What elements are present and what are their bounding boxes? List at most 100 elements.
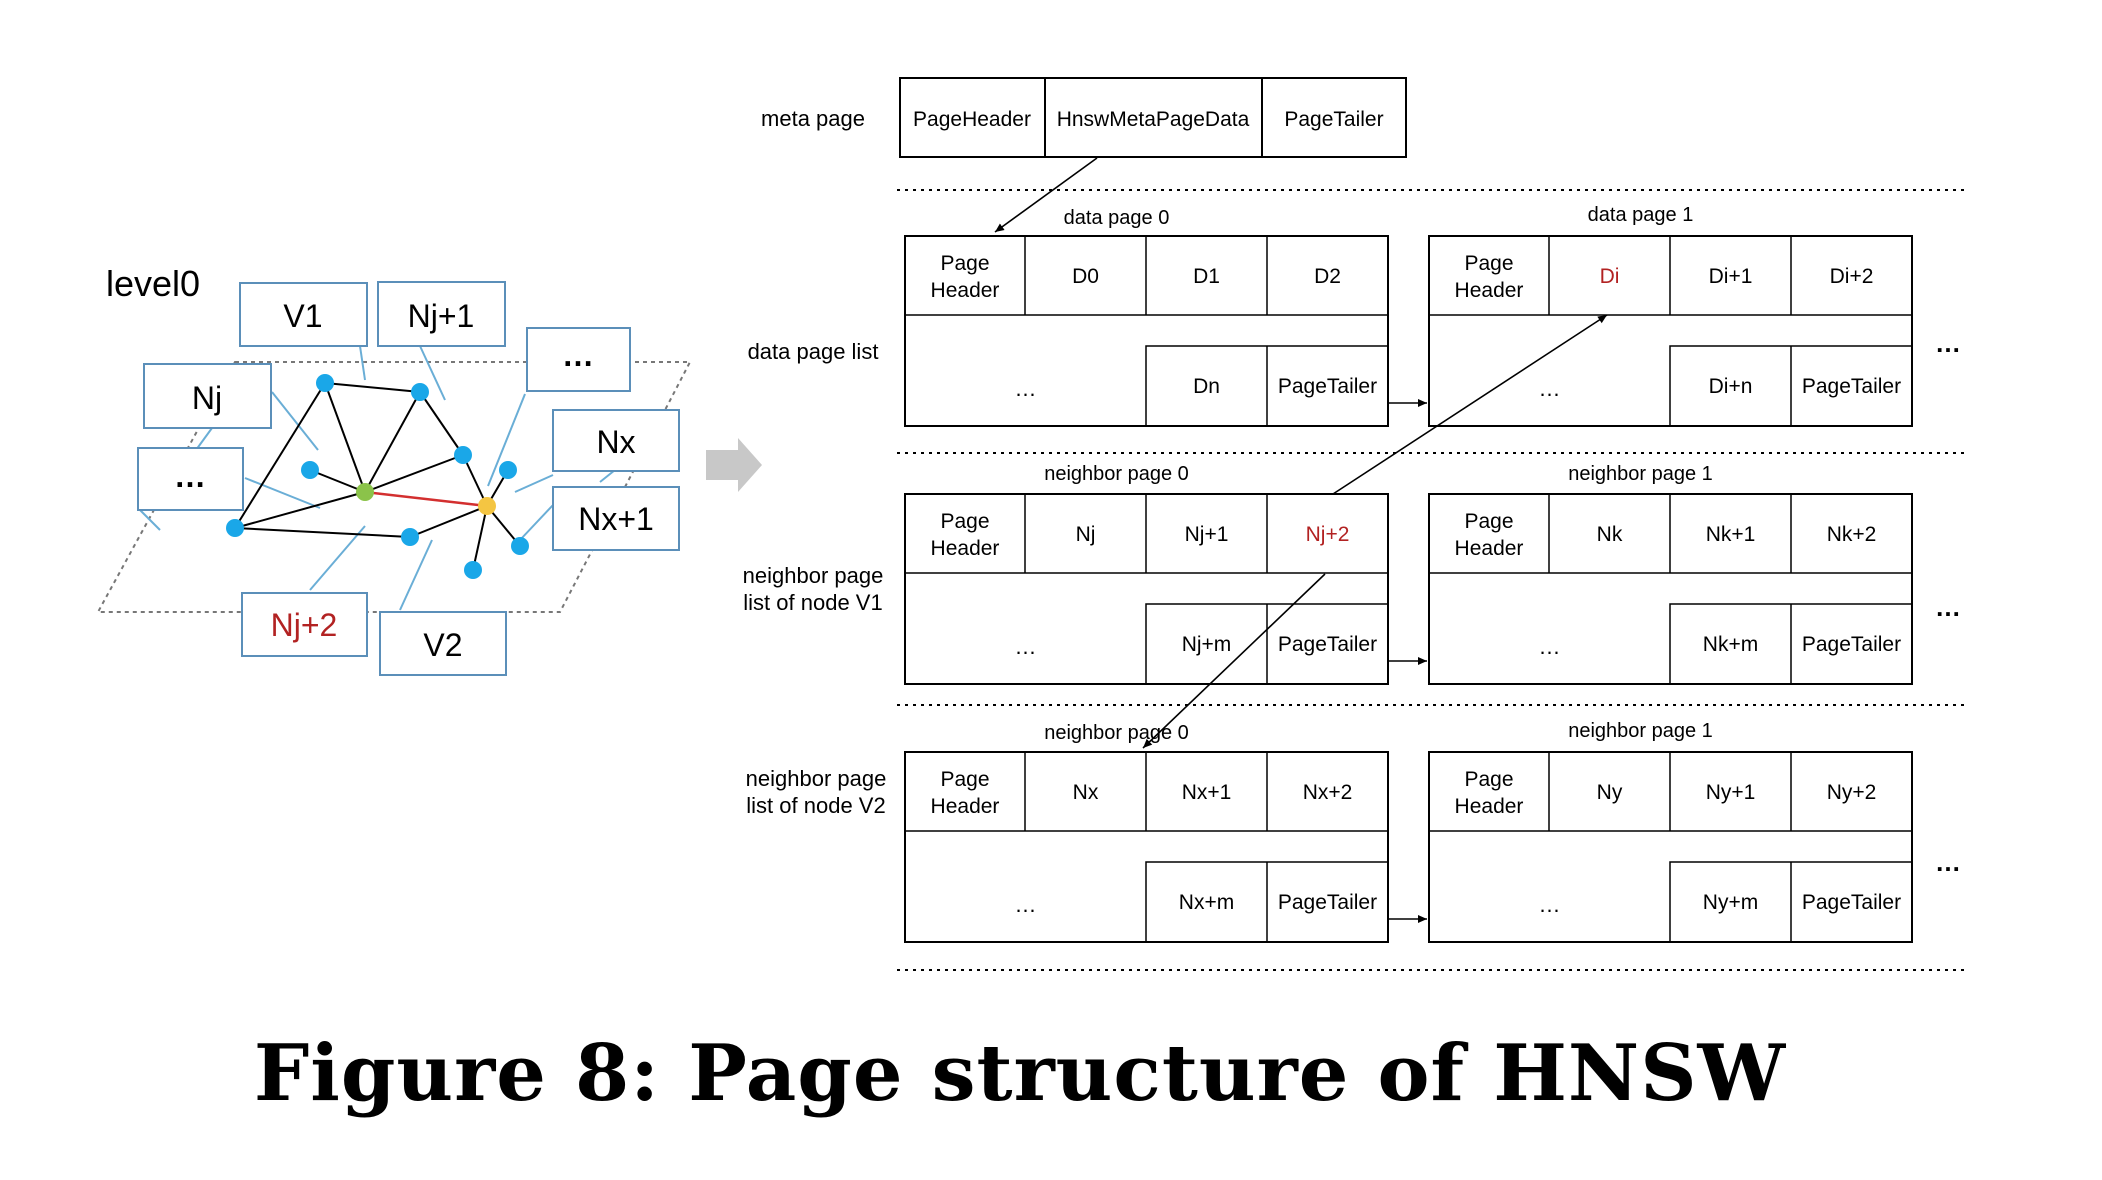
page-nb1_1: neighbor page 1 PageHeader Nk Nk+1 Nk+2 … Nk+m… (1428, 463, 1913, 685)
row-separators (897, 189, 1965, 971)
page-nb2_1: neighbor page 1 PageHeader Ny Ny+1 Ny+2 … Ny+m… (1428, 720, 1913, 943)
page-ellipsis: … (1539, 634, 1561, 659)
page-cell: Nk+2 (1827, 523, 1877, 546)
box-nx1: Nx+1 (578, 501, 654, 537)
page-cell-last: Nx+m (1179, 891, 1234, 914)
box-v2: V2 (423, 627, 462, 663)
page-tailer: PageTailer (1802, 633, 1901, 656)
more-nb1-pages: … (1935, 592, 1961, 622)
page-title: data page 0 (1064, 207, 1170, 229)
page-tailer: PageTailer (1278, 891, 1377, 914)
row-label-meta: meta page (761, 106, 865, 131)
page-ellipsis: … (1539, 892, 1561, 917)
page-data0: data page 0 PageHeader D0 D1 D2 … Dn PageTailer (904, 207, 1389, 427)
level0-plane (96, 361, 692, 613)
page-tailer: PageTailer (1802, 375, 1901, 398)
page-header-line1: Page (940, 510, 989, 533)
box-nj1: Nj+1 (408, 298, 475, 334)
page-tailer: PageTailer (1802, 891, 1901, 914)
figure-caption: Figure 8: Page structure of HNSW (253, 1028, 1787, 1119)
page-ellipsis: … (1015, 634, 1037, 659)
entry-node (356, 483, 374, 501)
page-title: neighbor page 1 (1568, 463, 1713, 485)
page-header-line2: Header (931, 279, 1000, 302)
row-label-nb1-line2: list of node V1 (743, 590, 882, 615)
page-title: data page 1 (1588, 204, 1694, 226)
selected-node (478, 497, 496, 515)
page-header-line1: Page (1464, 252, 1513, 275)
page-header-line2: Header (931, 795, 1000, 818)
page-cell: Nj (1076, 523, 1096, 546)
meta-page: PageHeader HnswMetaPageData PageTailer (899, 77, 1407, 158)
page-cell: Ny+2 (1827, 781, 1877, 804)
page-header-line2: Header (1455, 795, 1524, 818)
connector-lines (139, 345, 616, 611)
page-cell-last: Nj+m (1182, 633, 1232, 656)
meta-page-header: PageHeader (913, 108, 1031, 131)
page-tailer: PageTailer (1278, 375, 1377, 398)
box-dots-left: … (174, 458, 206, 494)
selected-edge (364, 490, 488, 508)
arrow-meta-to-data (994, 157, 1098, 233)
page-header-line1: Page (940, 252, 989, 275)
row-label-nb1-line1: neighbor page (743, 563, 884, 588)
graph-label-boxes (137, 281, 680, 676)
box-v1: V1 (283, 298, 322, 334)
graph-edges (234, 382, 521, 571)
page-ellipsis: … (1015, 376, 1037, 401)
meta-page-tailer: PageTailer (1284, 108, 1383, 131)
page-cell: Nx+2 (1303, 781, 1353, 804)
row-label-nb2-line1: neighbor page (746, 766, 887, 791)
arrow-nj2-to-di (1332, 314, 1608, 495)
arrow-nj2-to-v2-page (1142, 573, 1326, 749)
page-nb1_0: neighbor page 0 PageHeader Nj Nj+1 Nj+2 … Nj+m… (904, 463, 1389, 685)
page-cell: Di+2 (1830, 265, 1874, 288)
graph-nodes (226, 374, 529, 579)
row-label-nb2-line2: list of node V2 (746, 793, 885, 818)
page-cell: Ny (1597, 781, 1623, 804)
box-nx: Nx (596, 424, 635, 460)
page-title: neighbor page 0 (1044, 463, 1189, 485)
box-nj: Nj (192, 380, 222, 416)
page-ellipsis: … (1539, 376, 1561, 401)
page-header-line1: Page (1464, 510, 1513, 533)
page-header-line2: Header (931, 537, 1000, 560)
page-header-line1: Page (940, 768, 989, 791)
transition-arrow (706, 438, 762, 492)
page-cell: Nk+1 (1706, 523, 1756, 546)
page-header-line1: Page (1464, 768, 1513, 791)
row-label-data: data page list (748, 339, 879, 364)
page-title: neighbor page 1 (1568, 720, 1713, 742)
page-cell-last: Dn (1193, 375, 1220, 398)
page-header-line2: Header (1455, 279, 1524, 302)
page-link-arrows (994, 157, 1608, 923)
page-cell: Nj+2 (1306, 523, 1350, 546)
page-cell-last: Nk+m (1703, 633, 1758, 656)
more-nb2-pages: … (1935, 847, 1961, 877)
page-cell: Nk (1597, 523, 1623, 546)
page-cell: D1 (1193, 265, 1220, 288)
level0-graph: level0 (96, 263, 692, 676)
box-dots-top: … (562, 337, 594, 373)
box-nj2: Nj+2 (271, 607, 338, 643)
page-ellipsis: … (1015, 892, 1037, 917)
page-cell: Di+1 (1709, 265, 1753, 288)
page-header-line2: Header (1455, 537, 1524, 560)
page-cell-last: Ny+m (1703, 891, 1758, 914)
page-cell: Ny+1 (1706, 781, 1756, 804)
meta-page-data: HnswMetaPageData (1057, 108, 1250, 131)
page-cell: Nx+1 (1182, 781, 1232, 804)
level0-label: level0 (106, 263, 200, 304)
page-data1: data page 1 PageHeader Di Di+1 Di+2 … Di+n Page… (1428, 204, 1913, 427)
page-cell: Di (1600, 265, 1620, 288)
page-cell-last: Di+n (1709, 375, 1753, 398)
page-cell: Nj+1 (1185, 523, 1229, 546)
page-cell: Nx (1073, 781, 1099, 804)
page-cell: D2 (1314, 265, 1341, 288)
page-cell: D0 (1072, 265, 1099, 288)
more-data-pages: … (1935, 328, 1961, 358)
page-tailer: PageTailer (1278, 633, 1377, 656)
